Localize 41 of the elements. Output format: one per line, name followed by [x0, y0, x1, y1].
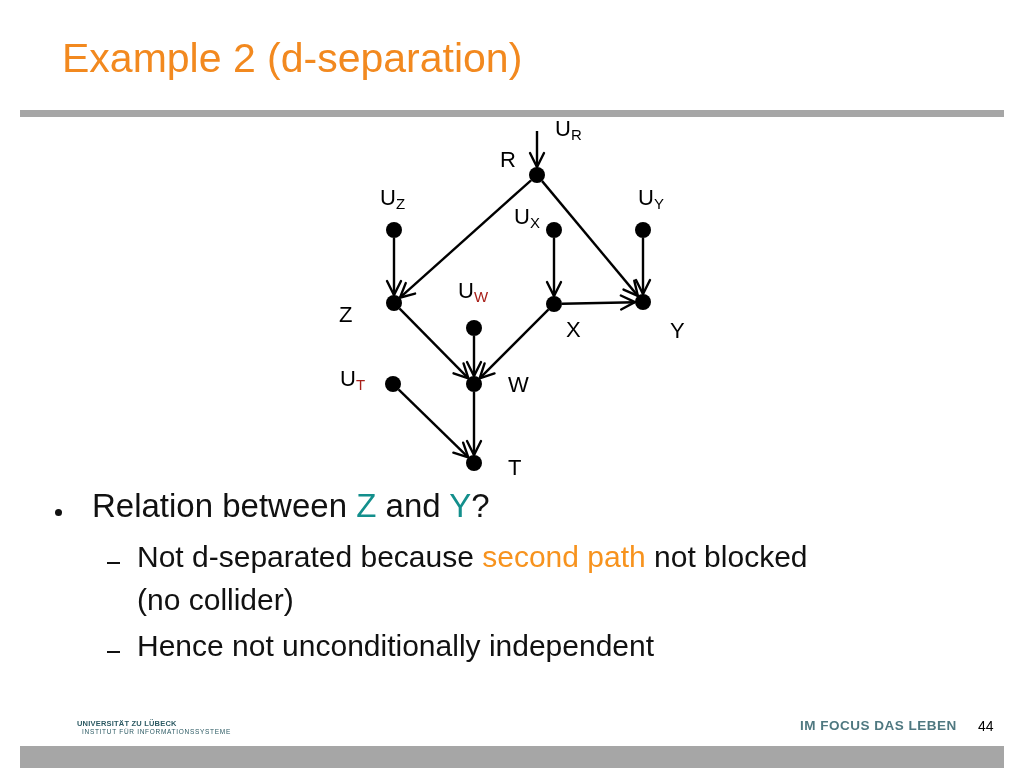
- arrow: [398, 307, 470, 380]
- node-dot: [385, 376, 401, 392]
- arrow: [528, 131, 546, 169]
- node-label: U$_{X}$: [514, 205, 540, 229]
- node-dot: [635, 222, 651, 238]
- slide-title: Example 2 (d-separation): [62, 35, 523, 81]
- arrow: [465, 392, 483, 457]
- node-label: Y: [670, 319, 685, 343]
- node-dot: [386, 222, 402, 238]
- node-label: U$_{W}$: [458, 279, 488, 303]
- node-label: W: [508, 373, 529, 397]
- node-dot: [466, 376, 482, 392]
- arrow: [634, 238, 652, 296]
- page-number: 44: [978, 718, 994, 735]
- bullet-text: Not d-separated because second path not blocked (no collider): [137, 539, 809, 618]
- node-label: U$_{Z}$: [380, 186, 406, 210]
- arrow: [465, 336, 483, 378]
- arrow: [541, 180, 640, 298]
- node-label: X: [566, 318, 581, 342]
- node-label: R: [500, 148, 516, 172]
- node-dot: [546, 296, 562, 312]
- arrow: [398, 179, 532, 299]
- arrow: [545, 238, 563, 298]
- node-dot: [635, 294, 651, 310]
- node-dot: [529, 167, 545, 183]
- node-label: U$_{R}$: [555, 117, 582, 141]
- arrow: [478, 308, 550, 380]
- node-dot: [386, 295, 402, 311]
- arrow: [397, 388, 470, 459]
- node-dot: [466, 455, 482, 471]
- bullet-text: Hence not unconditionally independent: [137, 628, 656, 664]
- node-label: Z: [339, 303, 353, 327]
- node-dot: [466, 320, 482, 336]
- slogan: IM FOCUS DAS LEBEN: [800, 718, 957, 735]
- node-label: U$_{Y}$: [638, 186, 664, 210]
- node-dot: [546, 222, 562, 238]
- node-label: T: [508, 456, 522, 480]
- node-label: U$_{T}$: [340, 367, 366, 391]
- bullet-text: Relation between Z and Y?: [92, 487, 491, 525]
- arrow: [561, 294, 637, 311]
- arrow: [385, 238, 403, 297]
